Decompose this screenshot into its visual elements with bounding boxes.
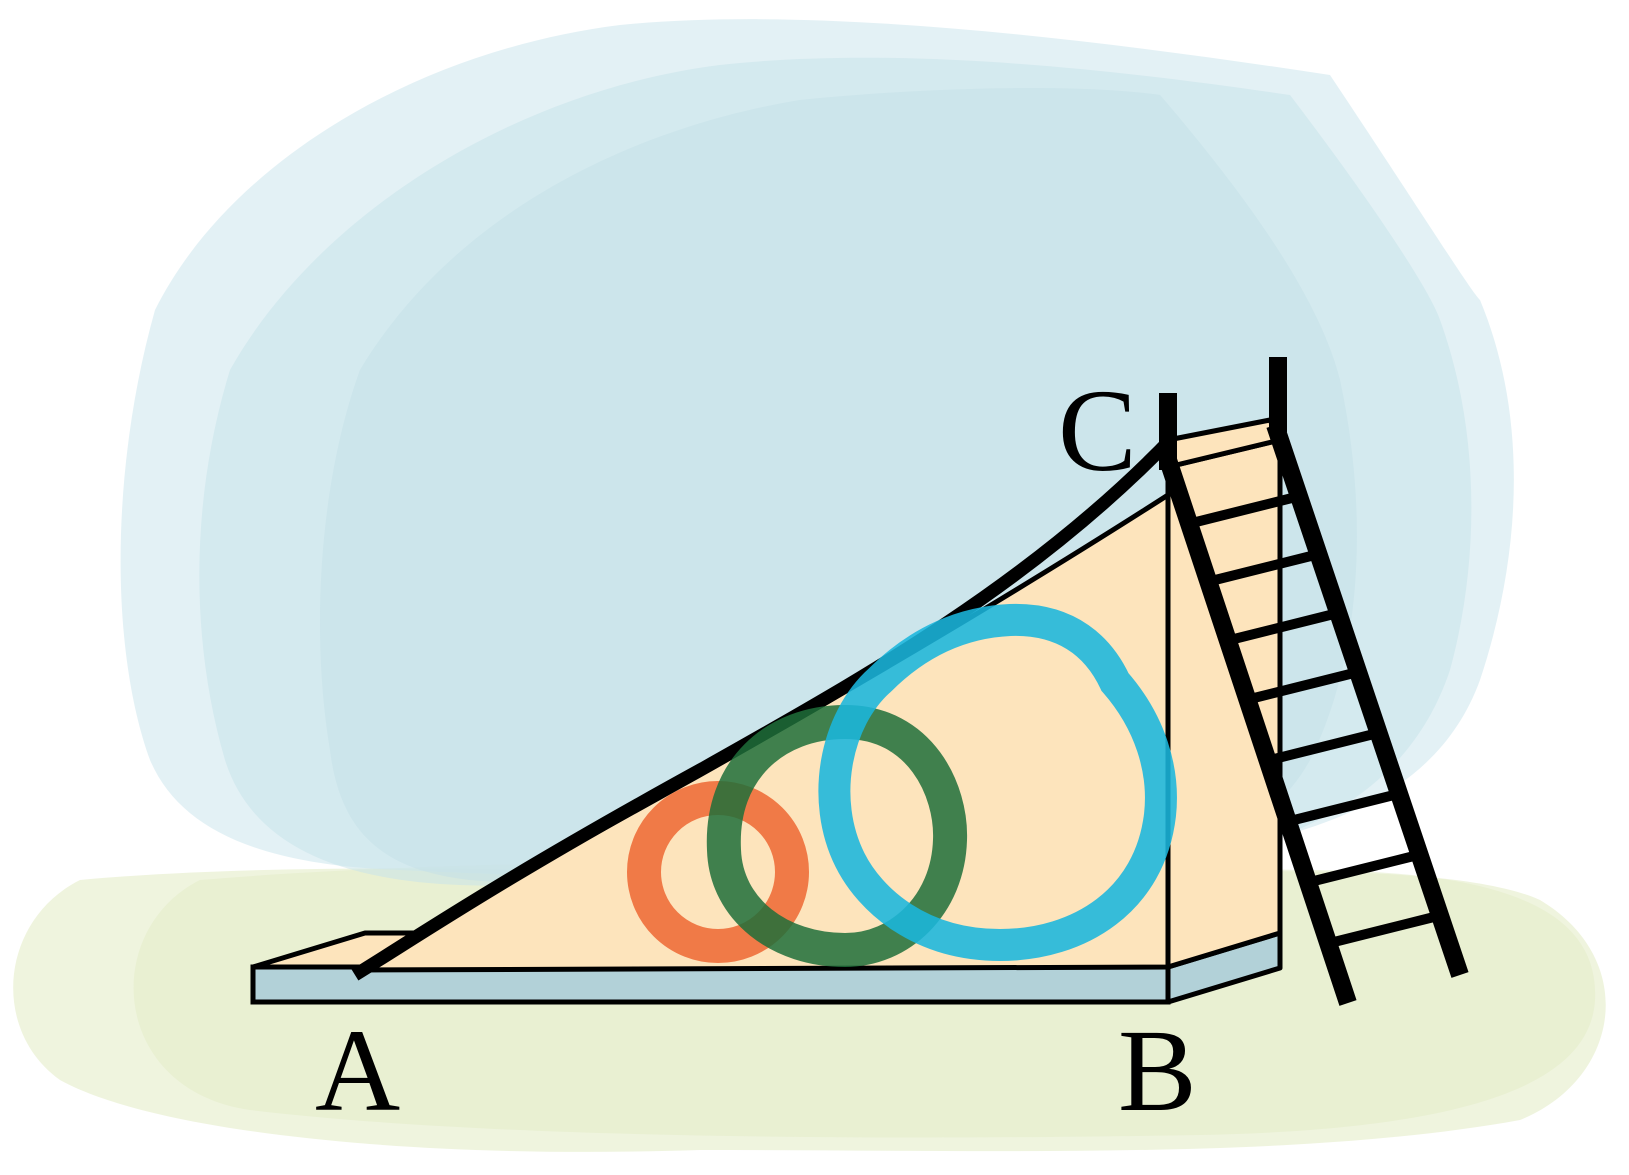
point-a-label: A [315, 1005, 400, 1136]
point-b-label: B [1118, 1005, 1197, 1136]
blue-ring [818, 603, 1177, 962]
ladder [1159, 357, 1469, 1006]
rings [627, 603, 1177, 968]
point-c-label: C [1058, 365, 1137, 496]
green-ring [706, 704, 968, 968]
